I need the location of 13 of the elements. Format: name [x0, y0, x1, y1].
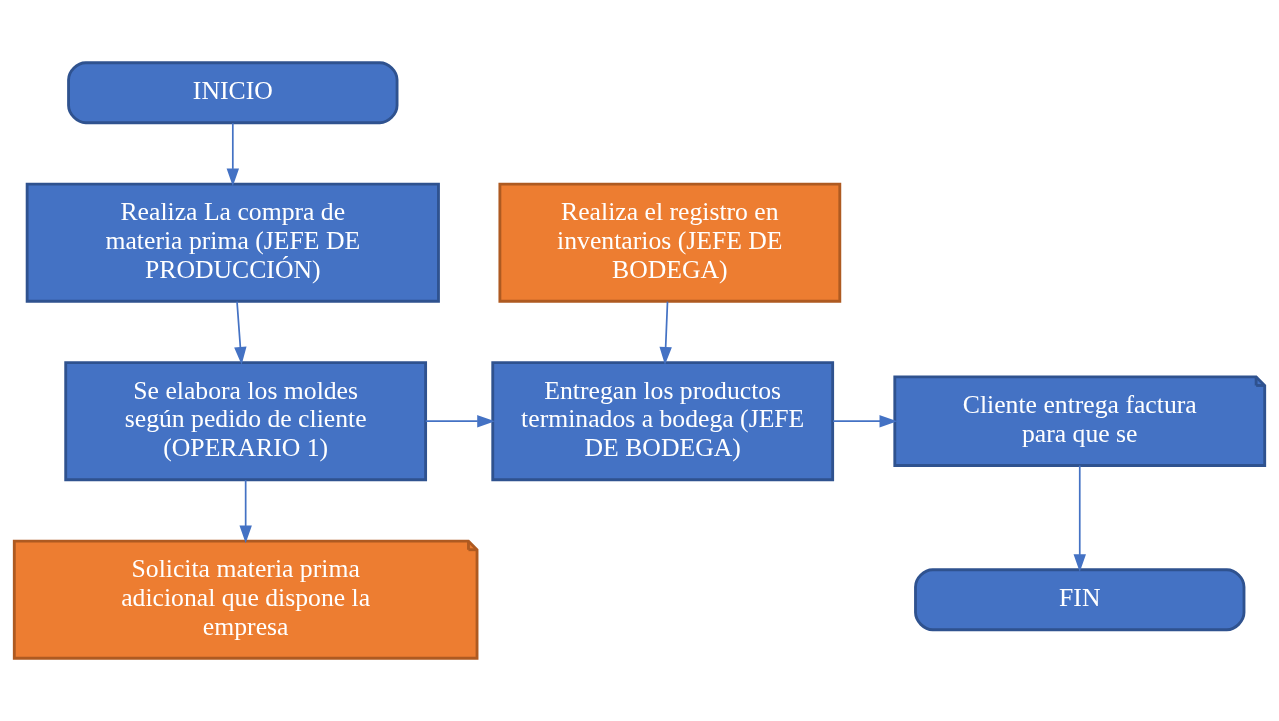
arrow: [659, 300, 672, 365]
arrow: [1073, 464, 1086, 573]
arrow: [832, 415, 898, 428]
node-box: FIN: [914, 568, 1246, 632]
arrow: [424, 415, 495, 428]
arrow: [239, 479, 252, 544]
node-box: Realiza La compra de materia prima (JEFE DE PRODUCCIÓN): [25, 182, 440, 303]
arrow: [226, 122, 239, 187]
node-box: Se elabora los moldes según pedido de cliente (OPERARIO 1): [64, 361, 428, 482]
node-box: Realiza el registro en inventarios (JEFE DE BODEGA): [498, 182, 842, 303]
node-box: INICIO: [67, 61, 399, 125]
node-box: Entregan los productos terminados a bodega (JEFE DE BODEGA): [491, 361, 835, 482]
arrow: [234, 300, 247, 365]
